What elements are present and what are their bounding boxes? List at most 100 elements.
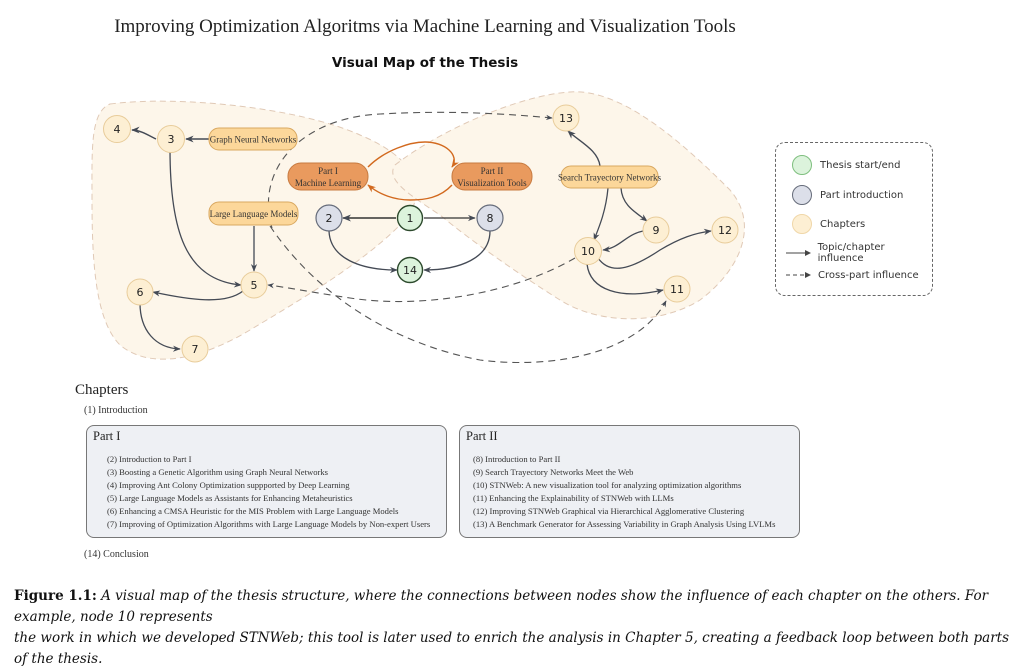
topic-search-trayectory-networks: Search Trayectory Networks (558, 165, 661, 189)
edge-stn-to-10 (593, 187, 609, 241)
chapter-intro: (1) Introduction (84, 405, 148, 416)
legend-item-solid: Topic/chapter influence (786, 241, 932, 265)
node-3: 3 (157, 125, 185, 153)
node-2: 2 (315, 204, 343, 232)
part-one-box-line2: Machine Learning (295, 178, 362, 188)
edge-stn-to-13 (567, 130, 601, 167)
part-two-title: Part II (466, 429, 498, 443)
chapter-item: (13) A Benchmark Generator for Assessing… (473, 519, 776, 529)
node-12: 12 (711, 216, 739, 244)
part-one-box-line1: Part I (318, 166, 338, 176)
chapters-heading: Chapters (75, 382, 129, 398)
part-two-box-line1: Part II (481, 166, 504, 176)
edge-10-to-5 (267, 257, 576, 303)
part-one-chapter-box: Part I (2) Introduction to Part I (3) Bo… (86, 425, 447, 538)
edge-llm-to-11 (269, 225, 667, 363)
chapter-conclusion: (14) Conclusion (84, 549, 149, 560)
green-circle-icon (792, 155, 812, 175)
legend-label: Topic/chapter influence (817, 242, 885, 264)
chapter-item: (8) Introduction to Part II (473, 454, 561, 464)
node-1: 1 (396, 204, 424, 232)
node-13: 13 (552, 104, 580, 132)
edge-5-to-6 (152, 290, 244, 301)
gray-circle-icon (792, 185, 812, 205)
node-14: 14 (396, 256, 424, 284)
map-title: Visual Map of the Thesis (331, 55, 519, 71)
topic-graph-neural-networks: Graph Neural Networks (208, 127, 298, 151)
svg-text:5: 5 (251, 279, 258, 292)
legend-label: Part introduction (820, 189, 904, 201)
node-9: 9 (642, 216, 670, 244)
chapter-item: (5) Large Language Models as Assistants … (107, 493, 353, 503)
svg-text:9: 9 (653, 224, 660, 237)
caption-line2: the work in which we developed STNWeb; t… (14, 630, 1010, 667)
edge-3-to-4 (131, 126, 157, 140)
topic-large-language-models: Large Language Models (208, 201, 299, 226)
node-5: 5 (240, 271, 268, 299)
caption-label: Figure 1.1: (14, 588, 97, 604)
legend-item-part: Part introduction (792, 183, 903, 207)
node-6: 6 (126, 278, 154, 306)
part-two-chapter-box: Part II (8) Introduction to Part II (9) … (459, 425, 800, 538)
part-one-box: Part I Machine Learning (287, 162, 369, 191)
edge-6-to-7 (139, 302, 181, 352)
legend-item-dashed: Cross-part influence (786, 263, 919, 287)
chapter-item: (6) Enhancing a CMSA Heuristic for the M… (107, 506, 399, 516)
legend: Thesis start/end Part introduction Chapt… (775, 142, 933, 296)
chapter-item: (3) Boosting a Genetic Algorithm using G… (107, 467, 329, 477)
topic-stn-label: Search Trayectory Networks (558, 173, 661, 183)
chapter-item: (2) Introduction to Part I (107, 454, 192, 464)
legend-label: Cross-part influence (818, 269, 919, 281)
legend-label: Thesis start/end (820, 159, 901, 171)
edge-stn-to-9 (620, 187, 648, 222)
svg-text:10: 10 (581, 245, 595, 258)
edge-10-to-12 (597, 228, 712, 269)
chapter-item: (10) STNWeb: A new visualization tool fo… (473, 480, 742, 490)
document-title: Improving Optimization Algoritms via Mac… (114, 16, 736, 37)
part-two-box-line2: Visualization Tools (457, 178, 527, 188)
caption-line1: A visual map of the thesis structure, wh… (14, 588, 989, 625)
chapter-item: (9) Search Trayectory Networks Meet the … (473, 467, 634, 477)
svg-text:4: 4 (114, 123, 121, 136)
chapter-item: (12) Improving STNWeb Graphical via Hier… (473, 506, 745, 516)
edge-10-to-11 (586, 263, 664, 295)
chapter-item: (7) Improving of Optimization Algorithms… (107, 519, 431, 529)
svg-text:8: 8 (487, 212, 494, 225)
svg-text:6: 6 (137, 286, 144, 299)
edge-2-to-14 (328, 230, 398, 274)
chapter-item: (4) Improving Ant Colony Optimization su… (107, 480, 350, 490)
part-one-title: Part I (93, 429, 121, 443)
svg-text:1: 1 (407, 212, 414, 225)
legend-label: Chapters (820, 218, 866, 230)
svg-text:3: 3 (168, 133, 175, 146)
chapter-item: (11) Enhancing the Explainability of STN… (473, 493, 674, 503)
legend-item-chapter: Chapters (792, 212, 865, 236)
node-7: 7 (181, 335, 209, 363)
part-two-region (392, 91, 745, 320)
dashed-arrow-icon (786, 272, 811, 278)
svg-text:11: 11 (670, 283, 684, 296)
svg-text:13: 13 (559, 112, 573, 125)
edge-3-to-5 (169, 148, 242, 288)
svg-text:14: 14 (403, 264, 417, 277)
edge-8-to-14 (423, 230, 491, 274)
svg-text:12: 12 (718, 224, 732, 237)
svg-text:2: 2 (326, 212, 333, 225)
figure-caption: Figure 1.1: A visual map of the thesis s… (14, 586, 1014, 670)
node-4: 4 (103, 115, 131, 143)
legend-item-thesis: Thesis start/end (792, 153, 900, 177)
edge-llm-to-13 (267, 111, 553, 229)
edge-partI-to-partII (367, 141, 459, 168)
node-10: 10 (574, 237, 602, 265)
beige-circle-icon (792, 214, 812, 234)
svg-text:7: 7 (192, 343, 199, 356)
edge-9-to-10 (602, 230, 644, 253)
topic-llm-label: Large Language Models (210, 209, 298, 219)
part-two-box: Part II Visualization Tools (451, 162, 533, 191)
node-8: 8 (476, 204, 504, 232)
node-11: 11 (663, 275, 691, 303)
topic-gnn-label: Graph Neural Networks (210, 135, 297, 145)
thesis-map-diagram: Part I Machine Learning Part II Visualiz… (91, 91, 745, 363)
edge-partII-to-partI (367, 184, 453, 201)
solid-arrow-icon (786, 250, 811, 256)
